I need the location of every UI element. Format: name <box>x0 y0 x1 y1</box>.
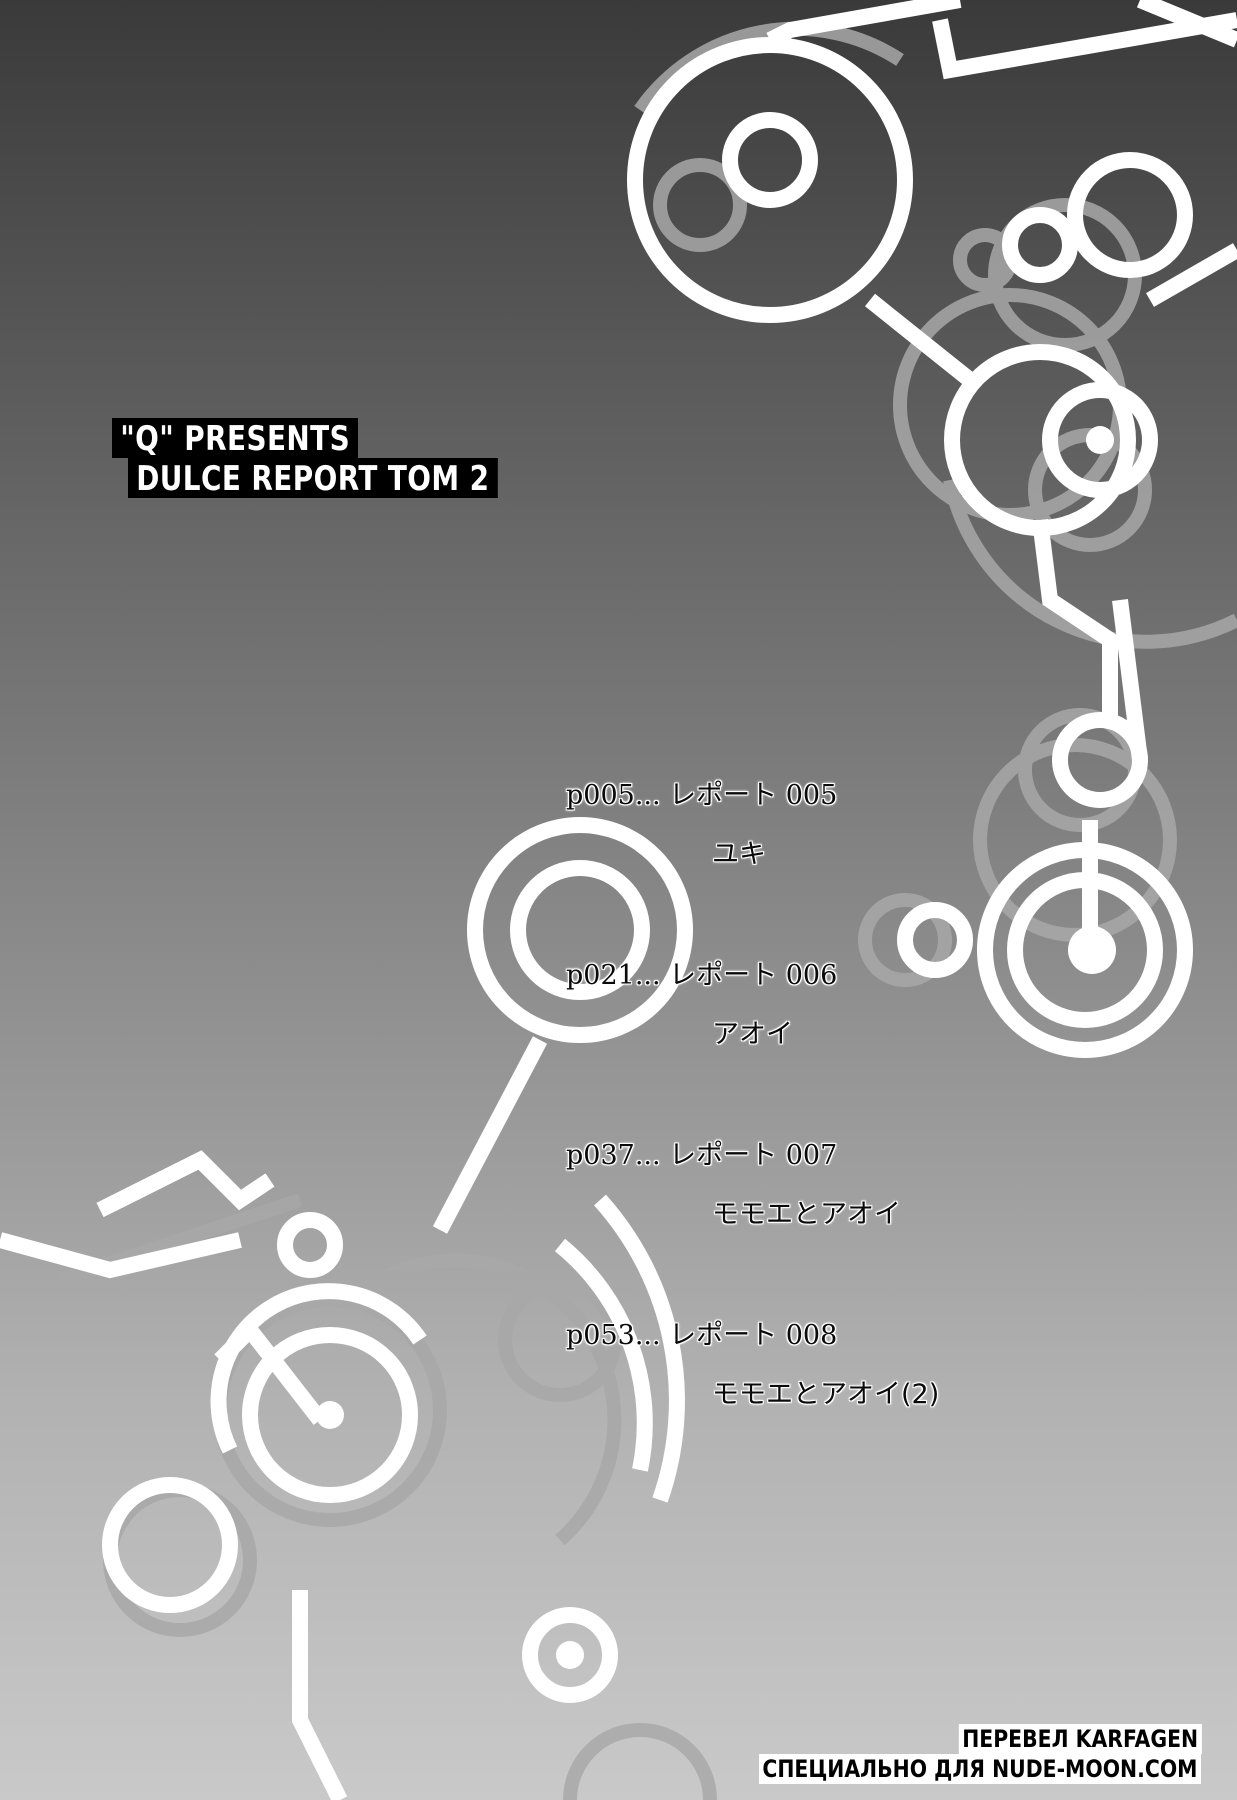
toc-chapter-name: アオイ <box>712 1019 793 1050</box>
title-presents: "Q" PRESENTS <box>112 418 359 458</box>
toc-entry: p037... レポート 007 モモエとアオイ <box>566 1133 986 1231</box>
toc-chapter-name: ユキ <box>712 839 766 870</box>
toc-page-ref: p021... レポート 006 <box>566 960 838 991</box>
credit-site: СПЕЦИАЛЬНО ДЛЯ NUDE-MOON.COM <box>759 1754 1201 1784</box>
toc-chapter-name: モモエとアオイ <box>712 1199 901 1230</box>
toc-entry: p021... レポート 006 アオイ <box>566 953 986 1051</box>
toc-chapter-name: モモエとアオイ(2) <box>712 1379 940 1410</box>
toc-page-ref: p005... レポート 005 <box>566 780 838 811</box>
toc-page-ref: p037... レポート 007 <box>566 1140 838 1171</box>
toc-page-ref: p053... レポート 008 <box>566 1320 838 1351</box>
title-main: DULCE REPORT TOM 2 <box>128 458 498 498</box>
credit-translator: ПЕРЕВЕЛ KARFAGEN <box>958 1724 1201 1754</box>
toc-entry: p053... レポート 008 モモエとアオイ(2) <box>566 1313 986 1411</box>
toc-entry: p005... レポート 005 ユキ <box>566 773 986 871</box>
translation-credits: ПЕРЕВЕЛ KARFAGEN СПЕЦИАЛЬНО ДЛЯ NUDE-MOO… <box>681 1724 1201 1784</box>
